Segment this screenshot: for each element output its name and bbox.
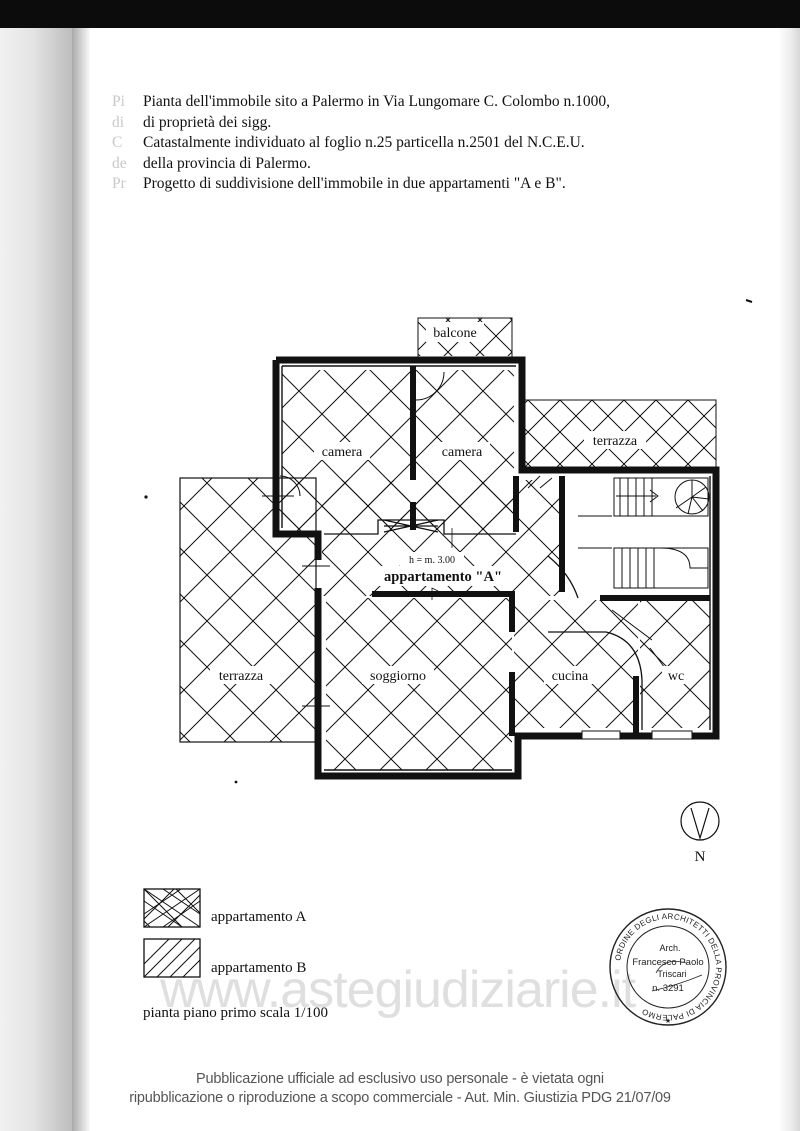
wc-floor [640,600,710,728]
header-line: della provincia di Palermo. [143,154,311,172]
legend-label-b: appartamento B [211,960,307,976]
previous-page-edge [0,28,72,1131]
north-arrow: N [678,800,724,866]
room-label-terrazza: terrazza [219,669,264,684]
legend-label-a: appartamento A [211,909,307,925]
scan-top-border [0,0,800,28]
architect-stamp: ORDINE DEGLI ARCHITETTI DELLA PROVINCIA … [609,908,727,1026]
legend-swatch-a [143,888,201,928]
page-right-edge [778,28,800,1131]
header-line: di proprietà dei sigg. [143,113,272,131]
room-label-terrazza: terrazza [593,434,638,449]
room-label-wc: wc [668,669,684,684]
stamp-title: Arch. [659,943,680,953]
room-label-camera: camera [442,445,483,460]
stamp-number: n. 3291 [652,983,684,994]
page-binding-shadow [72,28,90,1131]
stair-area [564,470,710,598]
header-line: Catastalmente individuato al foglio n.25… [143,134,585,151]
publication-footer: Pubblicazione ufficiale ad esclusivo uso… [0,1070,800,1108]
header-line: Progetto di suddivisione dell'immobile i… [143,175,566,192]
header-line: Pianta dell'immobile sito a Palermo in V… [143,93,610,110]
legend-swatch-b [143,938,201,978]
svg-text:★: ★ [665,1017,671,1025]
room-label-balcone: balcone [433,326,477,341]
scale-note: pianta piano primo scala 1/100 [143,1005,328,1021]
room-label-camera: camera [322,445,363,460]
footer-line: Pubblicazione ufficiale ad esclusivo uso… [196,1071,604,1087]
cucina-floor [514,600,638,728]
stamp-surname: Triscari [657,969,686,979]
apartment-label: appartamento "A" [384,569,502,585]
room-label-cucina: cucina [552,669,589,684]
watermark: www.astegiudiziarie.it [160,961,636,1019]
document-header: Pianta dell'immobile sito a Palermo in V… [143,92,703,195]
footer-line: ripubblicazione o riproduzione a scopo c… [129,1090,671,1106]
room-label-soggiorno: soggiorno [370,669,426,684]
compass-icon: N [680,801,720,865]
north-label: N [695,849,706,865]
ceiling-height-note: h = m. 3.00 [409,555,455,566]
